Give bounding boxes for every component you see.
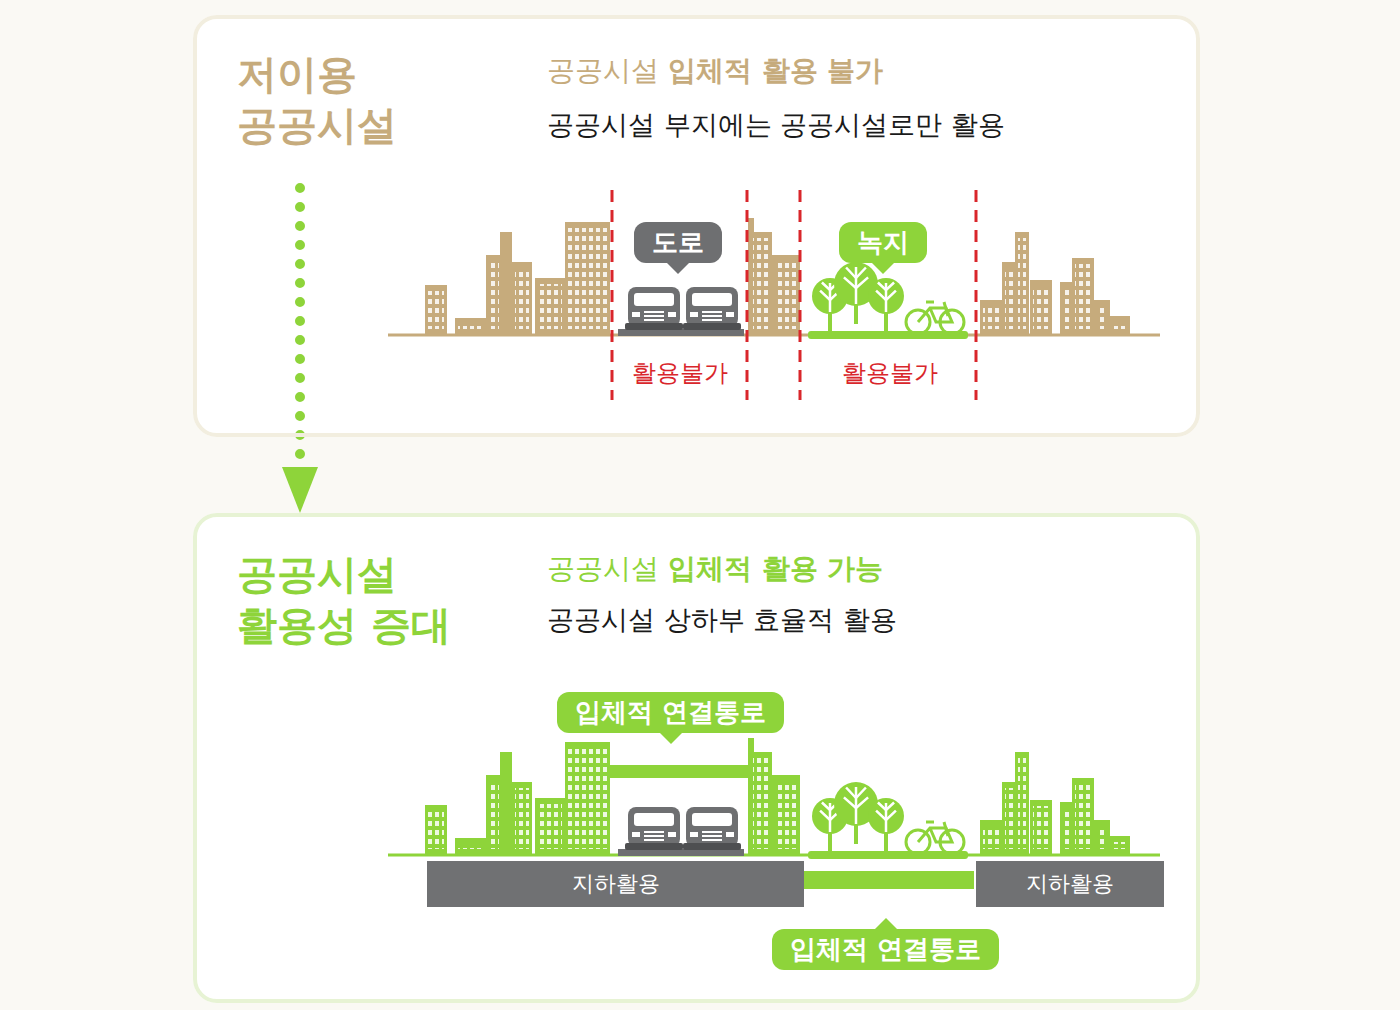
bicycle-icon <box>906 302 964 334</box>
road-base <box>618 849 744 856</box>
status-label: 활용불가 <box>629 357 731 389</box>
tree-icon <box>868 278 904 332</box>
car-icon <box>683 807 741 850</box>
section-heading: 공공시설 활용성 증대 <box>237 549 451 651</box>
boundary-line <box>975 190 978 400</box>
panel-fill <box>193 513 1200 1003</box>
bicycle-icon <box>906 822 964 854</box>
boundary-line <box>746 190 749 400</box>
tree-icon <box>868 798 904 852</box>
underground-band: 지하활용 <box>427 861 804 907</box>
section-heading: 저이용 공공시설 <box>237 49 397 151</box>
callout-bubble: 입체적 연결통로 <box>557 692 784 733</box>
road-base <box>618 329 744 336</box>
callout-bubble: 녹지 <box>839 222 927 263</box>
city-skyline <box>425 218 1130 335</box>
panel-fill <box>193 15 1200 437</box>
flow-arrow <box>295 188 305 467</box>
callout-bubble: 입체적 연결통로 <box>772 929 999 970</box>
boundary-line <box>611 190 614 400</box>
underground-band: 지하활용 <box>976 861 1164 907</box>
node-label: 녹지 <box>857 225 909 260</box>
node-label: 지하활용 <box>1026 869 1114 899</box>
status-label: 활용불가 <box>839 357 941 389</box>
node-label: 도로 <box>652 225 704 260</box>
boundary-line <box>799 190 802 400</box>
section-panel: 공공시설 활용성 증대 공공시설 입체적 활용 가능공공시설 상하부 효율적 활용… <box>193 513 1200 1003</box>
section-description: 공공시설 상하부 효율적 활용 <box>547 602 897 638</box>
section-description: 공공시설 부지에는 공공시설로만 활용 <box>547 107 1005 143</box>
car-icon <box>683 287 741 330</box>
car-icon <box>625 287 683 330</box>
node-label: 지하활용 <box>572 869 660 899</box>
node-label: 입체적 연결통로 <box>575 695 766 730</box>
section-subtitle: 공공시설 입체적 활용 가능 <box>547 550 883 588</box>
underground-passage <box>798 871 974 889</box>
city-skyline <box>425 738 1130 855</box>
node-label: 입체적 연결통로 <box>790 932 981 967</box>
callout-bubble: 도로 <box>634 222 722 263</box>
car-icon <box>625 807 683 850</box>
section-subtitle: 공공시설 입체적 활용 불가 <box>547 52 883 90</box>
sky-bridge <box>608 765 750 778</box>
